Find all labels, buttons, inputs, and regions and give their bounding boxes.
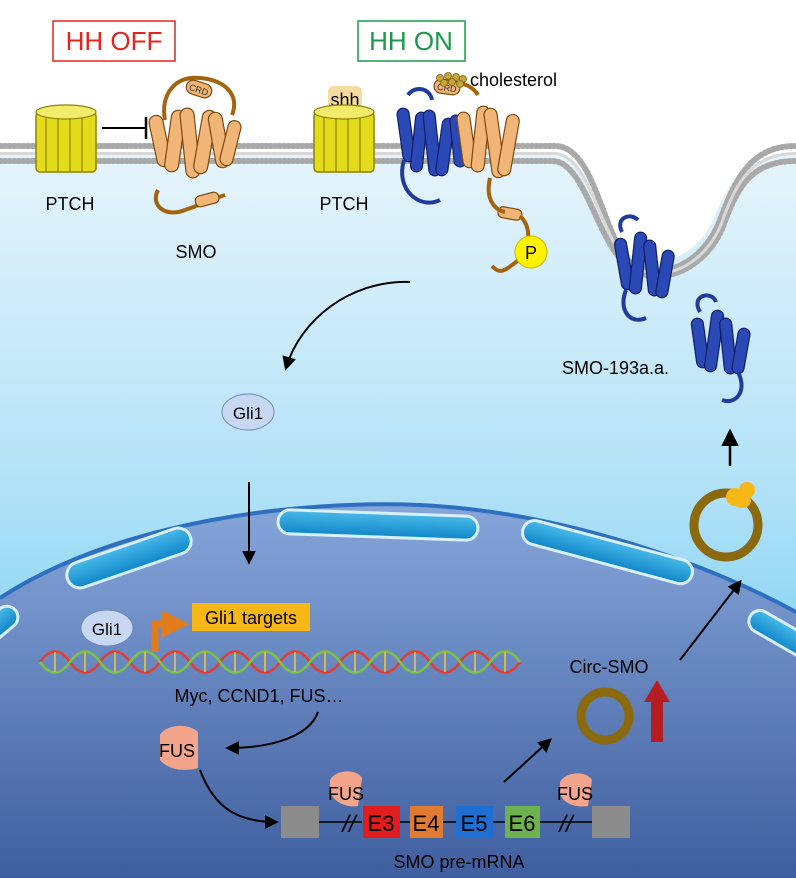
circ-smo-label: Circ-SMO bbox=[570, 657, 649, 677]
fus-bound-left bbox=[330, 771, 362, 807]
premrna-grey-right bbox=[592, 806, 630, 838]
up-arrow bbox=[644, 680, 670, 742]
smo-off: CRD bbox=[148, 75, 242, 215]
cholesterol-label: cholesterol bbox=[470, 70, 557, 90]
gli1-nuclear bbox=[80, 609, 134, 647]
fus-protein bbox=[160, 725, 198, 770]
cholesterol-beads bbox=[436, 72, 467, 88]
smo-on-blue-domain bbox=[396, 87, 467, 205]
premrna-grey-left bbox=[281, 806, 319, 838]
hh-off-label: HH OFF bbox=[66, 26, 163, 56]
premrna-break-right: // bbox=[557, 811, 575, 838]
phospho-label: P bbox=[525, 243, 537, 263]
ptch-off-label: PTCH bbox=[46, 194, 95, 214]
fus-bound-left-label: FUS bbox=[328, 784, 364, 804]
hh-on-label: HH ON bbox=[369, 26, 453, 56]
smo-193-label: SMO-193a.a. bbox=[562, 358, 669, 378]
fus-bound-right bbox=[560, 773, 592, 807]
gli1-targets-label: Gli1 targets bbox=[205, 608, 297, 628]
transcription-arrow bbox=[151, 610, 190, 652]
smo-premrna bbox=[281, 806, 630, 838]
arrow-fus-to-premrna bbox=[199, 769, 279, 829]
exon-e3-box bbox=[363, 806, 400, 838]
exon-e6-box bbox=[505, 806, 540, 838]
target-genes-label: Myc, CCND1, FUS… bbox=[174, 686, 343, 706]
hh-off-box bbox=[52, 20, 176, 62]
arrow-genes-to-fus bbox=[225, 711, 319, 755]
exon-e4-box bbox=[410, 806, 443, 838]
premrna-label: SMO pre-mRNA bbox=[393, 852, 524, 872]
smo-on-orange-domain: CRD bbox=[433, 78, 531, 273]
ptch-on-label: PTCH bbox=[320, 194, 369, 214]
smo-193-protein-2 bbox=[690, 293, 751, 404]
exon-e6-label: E6 bbox=[509, 811, 536, 836]
gli1-cyto-label: Gli1 bbox=[233, 404, 263, 423]
circ-translation-ring bbox=[689, 488, 763, 562]
dna-helix bbox=[38, 650, 522, 674]
smo-193-protein-1 bbox=[613, 214, 675, 322]
ptch-off bbox=[35, 104, 97, 173]
fus-label: FUS bbox=[159, 741, 195, 761]
gli1-nuclear-label: Gli1 bbox=[92, 620, 122, 639]
ribosome bbox=[726, 482, 755, 508]
fus-bound-right-label: FUS bbox=[557, 784, 593, 804]
ptch-on bbox=[313, 104, 375, 173]
premrna-break-left: // bbox=[340, 811, 358, 838]
phospho-circle bbox=[514, 235, 548, 269]
gli1-cyto bbox=[221, 393, 275, 431]
arrow-premrna-to-circ bbox=[503, 738, 553, 783]
gli1-targets-box bbox=[192, 603, 310, 631]
hh-on-box bbox=[357, 20, 466, 62]
arrow-circ-to-ribosome bbox=[679, 579, 742, 661]
circ-smo-ring bbox=[576, 687, 634, 745]
endoplasmic-reticulum bbox=[0, 508, 796, 663]
arrow-smo-to-gli1 bbox=[282, 280, 411, 371]
exon-e4-label: E4 bbox=[413, 811, 440, 836]
smo-label: SMO bbox=[175, 242, 216, 262]
exon-e5-box bbox=[456, 806, 493, 838]
exon-e5-label: E5 bbox=[461, 811, 488, 836]
nucleus bbox=[0, 504, 796, 878]
exon-e3-label: E3 bbox=[368, 811, 395, 836]
